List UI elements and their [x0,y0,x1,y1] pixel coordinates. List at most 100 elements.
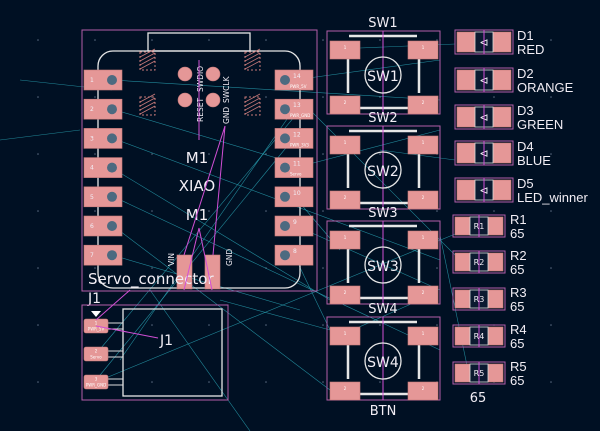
grid-dot [322,96,324,98]
switch-pad[interactable]: 1 [329,326,361,346]
j1-courtyard [81,304,229,401]
xiao-pad-left[interactable]: 5 [83,186,123,208]
grid-dot [265,96,267,98]
xiao-pad-left[interactable]: 7 [83,244,123,266]
switch-sw2[interactable]: SW2 1 1 2 2 SW2 [326,111,441,210]
svg-text:3: 3 [95,377,98,382]
power-pad[interactable] [204,254,221,290]
switch-pad[interactable]: 1 [407,135,439,155]
svg-text:Servo: Servo [90,355,102,360]
resistor-value: 65 [470,391,487,406]
swd-pad[interactable] [177,66,193,82]
pin-number: 7 [90,252,94,259]
grid-dot [151,153,153,155]
hatched-keepout [139,93,156,116]
switch-pad[interactable]: 1 [407,40,439,60]
xiao-pad-left[interactable]: 2 [83,98,123,120]
switch-pad[interactable]: 2 [407,190,439,210]
swd-pad[interactable] [205,66,221,82]
xiao-pad-right[interactable]: 9 [274,215,314,237]
switch-pad[interactable]: 2 [329,190,361,210]
xiao-pad-left[interactable]: 1 [83,69,123,91]
grid-dot [379,324,381,326]
switch-pad[interactable]: 1 [329,230,361,250]
swd-pad[interactable] [177,92,193,108]
switch-center-label: SW2 [367,164,399,180]
svg-text:2: 2 [344,290,347,295]
grid-dot [94,267,96,269]
net-line [198,227,213,291]
grid-dot [436,39,438,41]
switch-reference: SW2 [368,111,397,126]
grid-dot [550,210,552,212]
switch-pad[interactable]: 2 [407,285,439,305]
switch-pad[interactable]: 1 [329,135,361,155]
led-reference: D1 [517,28,534,43]
net-name: PWR_GND [290,113,310,118]
switch-pad[interactable]: 2 [407,381,439,401]
switch-pad[interactable]: 1 [407,326,439,346]
hatched-keepout [139,48,156,71]
grid-dot [37,381,39,383]
svg-text:2: 2 [422,290,425,295]
xiao-pad-left[interactable]: 6 [83,215,123,237]
switch-reference: SW4 [368,302,397,317]
switch-pad[interactable]: 2 [407,95,439,115]
xiao-pad-left[interactable]: 4 [83,157,123,178]
xiao-pad-left[interactable]: 3 [83,128,123,149]
xiao-pad-right[interactable]: 8 [274,244,314,266]
pin-number: 8 [293,248,297,255]
switch-pad[interactable]: 1 [407,230,439,250]
pin-number: 13 [293,102,301,109]
svg-text:1: 1 [344,45,347,50]
net-line [212,125,226,256]
grid-dot [379,210,381,212]
pin-number: 12 [293,131,301,138]
resistor-inner-label: R4 [474,332,485,341]
grid-dot [322,210,324,212]
led-reference: D5 [517,176,534,191]
grid-dot [151,210,153,212]
svg-text:2: 2 [422,386,425,391]
grid-dot [151,267,153,269]
grid-dot [550,324,552,326]
switch-pad[interactable]: 2 [329,381,361,401]
net-line [95,289,131,321]
xiao-pad-right[interactable]: 10 [274,186,314,208]
svg-text:2: 2 [344,100,347,105]
switch-pad[interactable]: 2 [329,285,361,305]
grid-dot [208,381,210,383]
swd-pad[interactable] [205,92,221,108]
grid-dot [37,324,39,326]
net-line [183,227,200,291]
led-reference: D2 [517,66,534,81]
switch-pad[interactable]: 1 [329,40,361,60]
ratsnest-line [111,108,301,166]
switch-pad[interactable]: 2 [329,95,361,115]
